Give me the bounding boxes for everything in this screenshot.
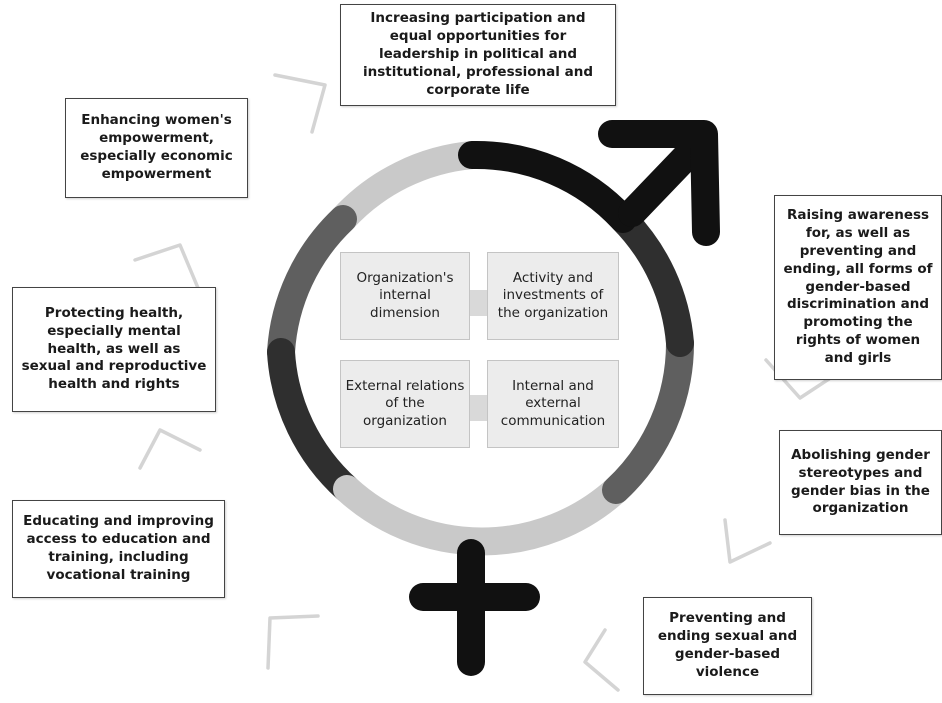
ring-segment-dark-right <box>609 205 694 357</box>
chevron-arrow-icon <box>583 628 620 692</box>
female-cross <box>409 539 540 676</box>
objective-gender-based-violence: Preventing and ending sexual and gender-… <box>643 597 812 695</box>
chevron-arrow-icon <box>133 243 200 290</box>
ring-segment-black-top-right <box>458 140 637 233</box>
ring-segment-light-bottom <box>333 475 630 556</box>
center-box-communication: Internal and external communication <box>487 360 619 448</box>
center-box-external-relations: External relations of the organization <box>340 360 470 448</box>
objective-womens-empowerment: Enhancing women's empowerment, especiall… <box>65 98 248 198</box>
chevron-arrow-icon <box>273 73 327 134</box>
objective-awareness-discrimination: Raising awareness for, as well as preven… <box>774 195 942 380</box>
ring-segment-medium-upper-left <box>267 205 357 366</box>
objective-health: Protecting health, especially mental hea… <box>12 287 216 412</box>
center-box-activity-investments: Activity and investments of the organiza… <box>487 252 619 340</box>
chevron-arrow-icon <box>138 428 202 470</box>
objective-gender-stereotypes: Abolishing gender stereotypes and gender… <box>779 430 942 535</box>
male-arrow-head <box>598 120 720 246</box>
ring <box>267 140 695 556</box>
objective-leadership-participation: Increasing participation and equal oppor… <box>340 4 616 106</box>
center-box-internal-dimension: Organization's internal dimension <box>340 252 470 340</box>
objective-education-training: Educating and improving access to educat… <box>12 500 225 598</box>
chevron-arrow-icon <box>266 614 320 670</box>
chevron-arrow-icon <box>723 518 772 564</box>
male-arrow <box>598 120 720 246</box>
ring-segment-medium-lower-right <box>602 329 695 504</box>
ring-segment-light-top <box>329 141 486 233</box>
ring-segment-dark-lower-left <box>267 338 361 503</box>
